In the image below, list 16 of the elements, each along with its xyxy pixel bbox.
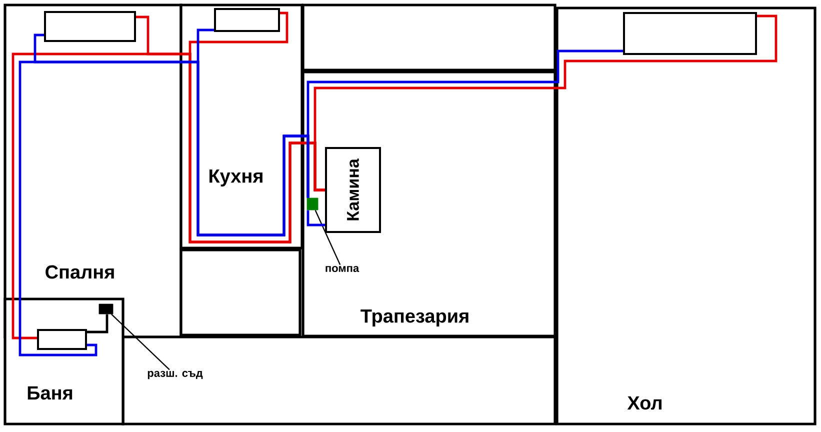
radiator bbox=[623, 12, 757, 55]
expansion-tank bbox=[98, 304, 114, 314]
pump-label: помпа bbox=[326, 266, 360, 272]
leader-line bbox=[111, 314, 170, 370]
tank-label: разш. съд bbox=[148, 370, 203, 380]
room bbox=[180, 248, 302, 336]
fireplace-box: Камина bbox=[325, 147, 381, 233]
radiator bbox=[214, 8, 280, 32]
pipe bbox=[306, 210, 325, 226]
leader-line bbox=[314, 210, 341, 266]
room bbox=[302, 4, 556, 72]
pump bbox=[306, 198, 318, 210]
radiator bbox=[37, 329, 87, 350]
radiator bbox=[44, 11, 136, 42]
room: Хол bbox=[556, 6, 816, 426]
pipe bbox=[87, 314, 108, 334]
